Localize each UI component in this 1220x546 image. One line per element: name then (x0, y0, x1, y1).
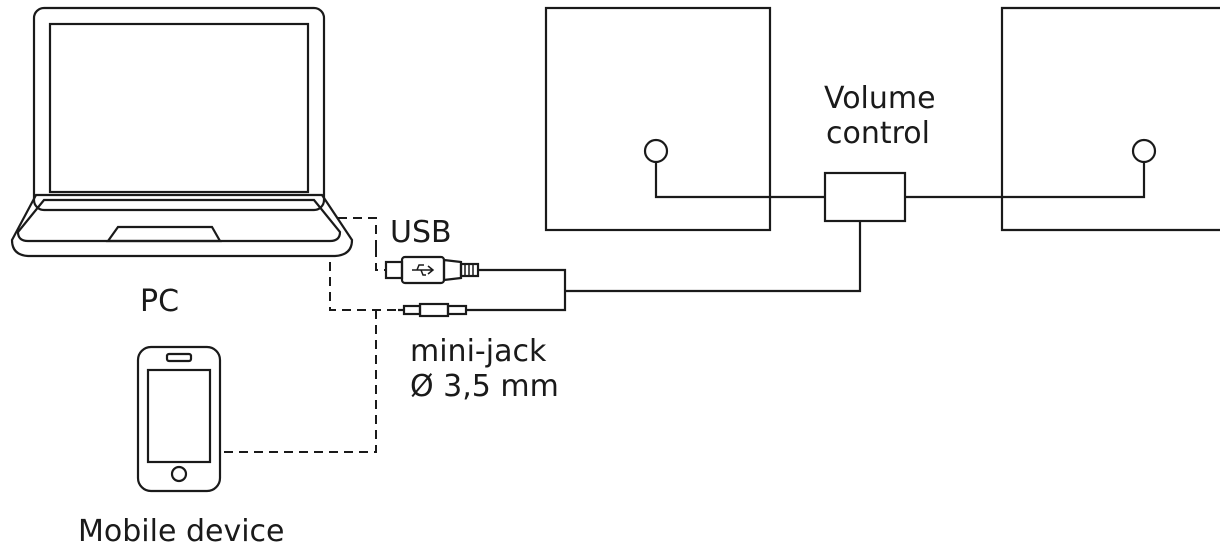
dashed-connections (222, 217, 398, 453)
minijack-label: mini-jack (410, 334, 547, 369)
speaker-left-icon (544, 6, 772, 232)
laptop-icon (10, 6, 354, 258)
smartphone-icon (136, 345, 222, 493)
speaker-right-icon (1000, 6, 1220, 232)
cables (466, 162, 1146, 312)
minijack-size-label: Ø 3,5 mm (410, 369, 559, 404)
volume-label: Volume (824, 81, 936, 116)
usb-plug-icon (384, 255, 480, 285)
control-label: control (826, 116, 930, 151)
mobile-device-label: Mobile device (78, 514, 284, 546)
mini-jack-plug-icon (398, 302, 468, 318)
pc-label: PC (140, 284, 179, 319)
volume-control-box (823, 171, 907, 223)
usb-label: USB (390, 215, 452, 250)
